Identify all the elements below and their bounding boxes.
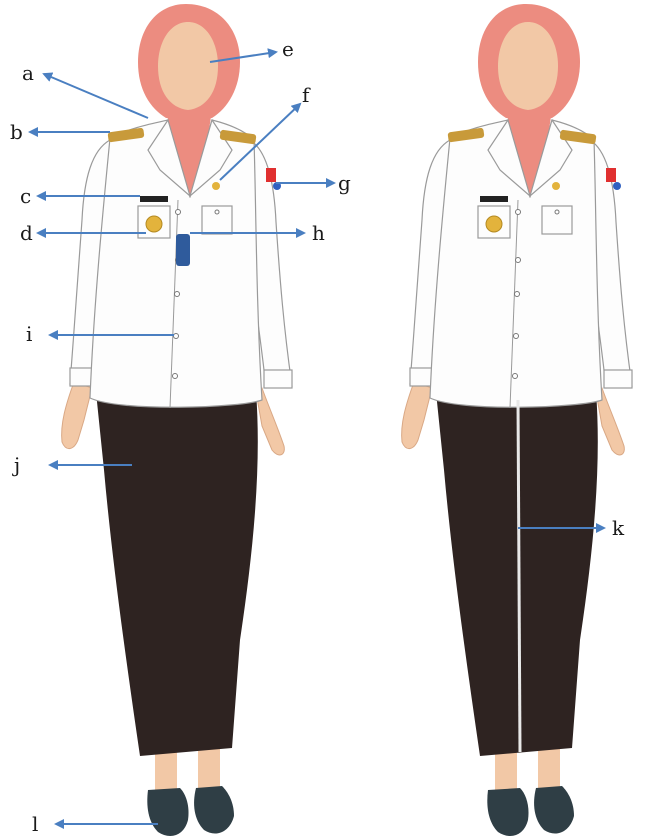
callout-a: a — [22, 61, 148, 118]
callout-g: g — [276, 171, 351, 195]
label-k: k — [612, 516, 625, 540]
label-l: l — [32, 812, 38, 836]
label-h: h — [312, 221, 325, 245]
lanyard-card — [176, 234, 190, 266]
label-a: a — [22, 61, 34, 85]
arrow-a — [44, 74, 148, 118]
label-e: e — [282, 37, 294, 61]
callout-l: l — [32, 812, 158, 836]
label-d: d — [20, 221, 33, 245]
label-b: b — [10, 120, 23, 144]
figure-front-left — [62, 4, 292, 836]
label-f: f — [302, 83, 311, 107]
callout-b: b — [10, 120, 110, 144]
label-g: g — [338, 171, 351, 195]
figure-front-right — [402, 4, 632, 836]
label-j: j — [12, 453, 20, 477]
label-c: c — [20, 184, 31, 208]
skirt-slit — [518, 400, 520, 752]
label-i: i — [26, 322, 32, 346]
